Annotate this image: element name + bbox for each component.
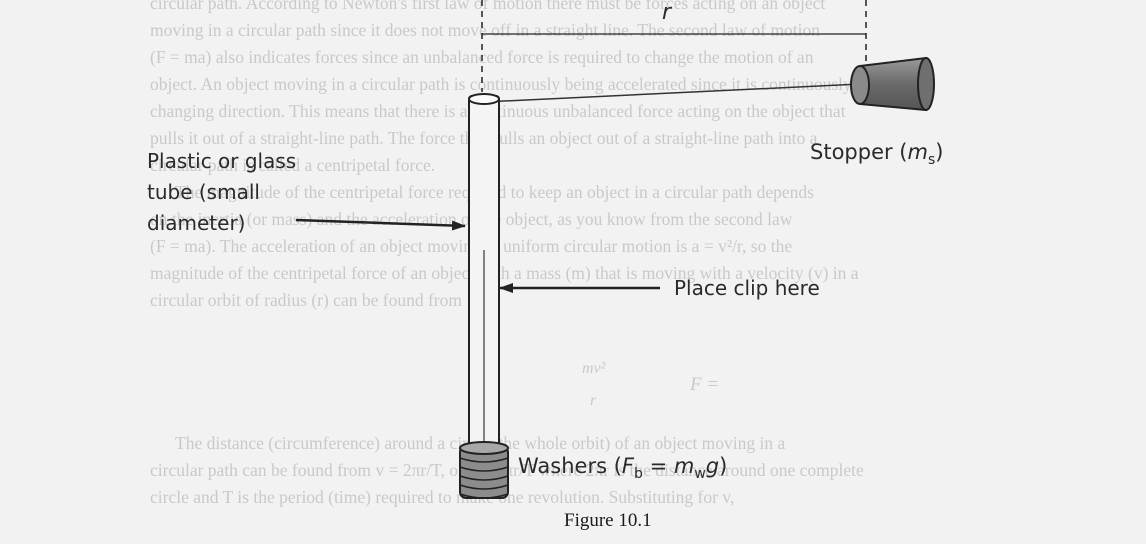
washers-label-F: F [621,454,634,478]
washers-label-g: g [705,454,720,478]
washers-label-prefix: Washers ( [518,454,622,478]
washers-label: Washers (Fb = mwg) [518,454,727,482]
tube-arrow [295,218,466,231]
string-horizontal [483,83,861,103]
figure-caption: Figure 10.1 [564,510,652,531]
washers-label-msub: w [694,466,706,483]
bg-line: magnitude of the centripetal force of an… [150,263,859,283]
washers-label-suffix: ) [719,454,728,478]
stopper-label-prefix: Stopper ( [810,140,908,164]
tube-label-line1: Plastic or glass [147,149,297,173]
background-equation-numerator: mv² [582,360,606,377]
stopper-label-sub: s [927,152,936,169]
washers-label-Fsub: b [634,466,643,483]
washers-label-eq: = [642,454,674,478]
bg-line: circular orbit of radius (r) can be foun… [150,290,462,310]
washers-label-m: m [673,454,695,478]
bg-line: circle and T is the period (time) requir… [150,487,735,507]
tube-label-line3: diameter) [147,211,246,235]
stopper-label: Stopper (ms) [810,140,943,168]
stopper-label-suffix: ) [935,140,944,164]
radius-label: r [662,0,672,25]
stopper-label-var: m [907,140,928,164]
bg-line: object. An object moving in a circular p… [150,74,852,94]
rubber-stopper [850,56,935,112]
bg-line: circular path. According to Newton's fir… [150,0,826,13]
tube-label-line2: tube (small [147,180,260,204]
bg-line: moving in a circular path since it does … [150,20,821,40]
clip-label: Place clip here [674,276,820,300]
bg-line: circular path is called a centripetal fo… [150,155,436,175]
background-equation-denominator: r [590,392,597,409]
washer-stack [459,441,509,499]
background-equation-lhs: F = [690,374,720,395]
